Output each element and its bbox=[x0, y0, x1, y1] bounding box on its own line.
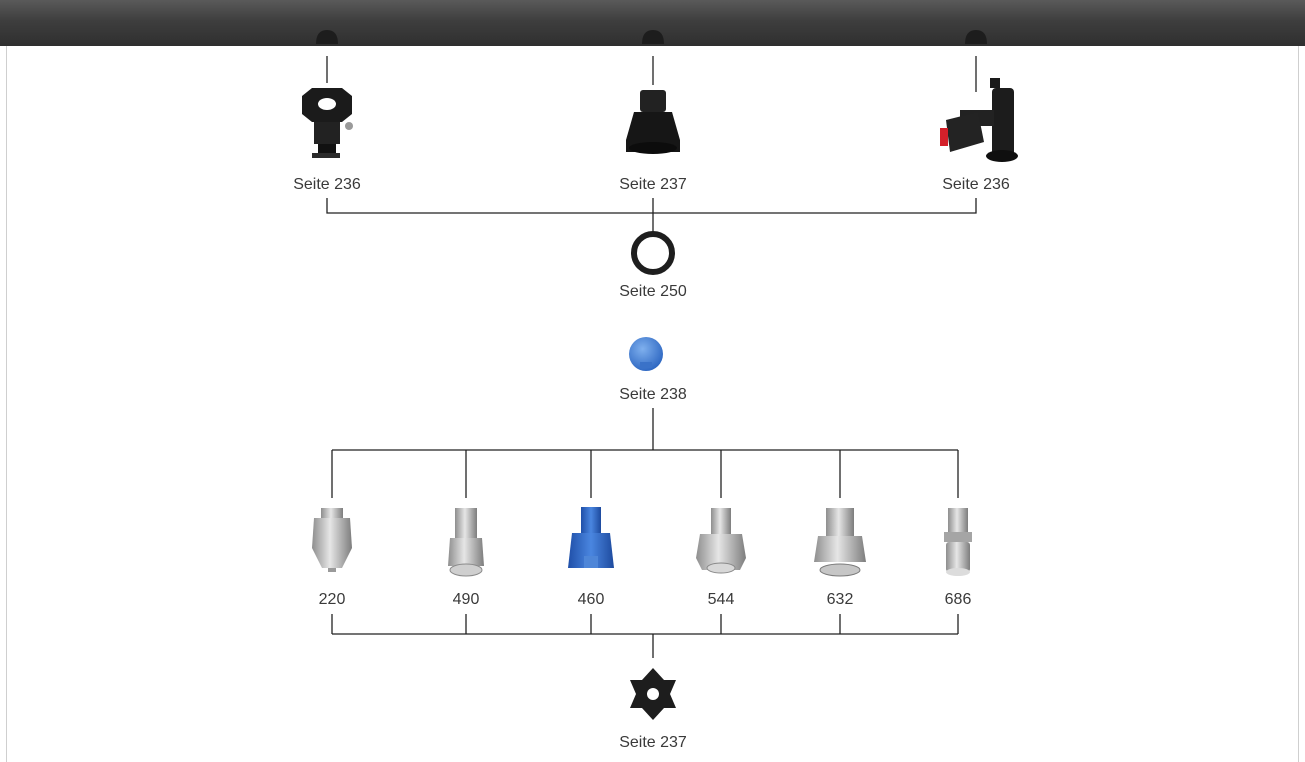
seal-ring-part bbox=[631, 231, 675, 275]
connector-lines bbox=[326, 56, 977, 658]
ball-joint-label: Seite 238 bbox=[619, 386, 687, 403]
ball-joint-part bbox=[629, 337, 663, 371]
clamp-right-part bbox=[940, 78, 1018, 162]
nozzle-label-490: 490 bbox=[452, 591, 480, 608]
seal-ring-label: Seite 250 bbox=[619, 283, 687, 300]
nozzle-label-632: 632 bbox=[826, 591, 854, 608]
pipe-mount-points bbox=[316, 30, 987, 44]
nozzle-label-460: 460 bbox=[577, 591, 605, 608]
key-tool-label: Seite 237 bbox=[619, 734, 687, 751]
nozzle-label-220: 220 bbox=[318, 591, 346, 608]
nozzle-label-544: 544 bbox=[707, 591, 735, 608]
nozzle-544-part bbox=[696, 508, 746, 574]
page-frame bbox=[6, 46, 1299, 762]
nozzle-220-part bbox=[312, 508, 352, 572]
adapter-center-part bbox=[626, 90, 680, 154]
clamp-left-part bbox=[302, 88, 353, 158]
key-tool-part bbox=[630, 668, 676, 720]
nozzle-490-part bbox=[448, 508, 484, 577]
adapter-center-label: Seite 237 bbox=[619, 176, 687, 193]
clamp-left-label: Seite 236 bbox=[293, 176, 361, 193]
clamp-right-label: Seite 236 bbox=[942, 176, 1010, 193]
nozzle-632-part bbox=[814, 508, 866, 577]
nozzle-686-part bbox=[944, 508, 972, 576]
nozzle-label-686: 686 bbox=[944, 591, 972, 608]
nozzle-460-part bbox=[568, 507, 614, 568]
